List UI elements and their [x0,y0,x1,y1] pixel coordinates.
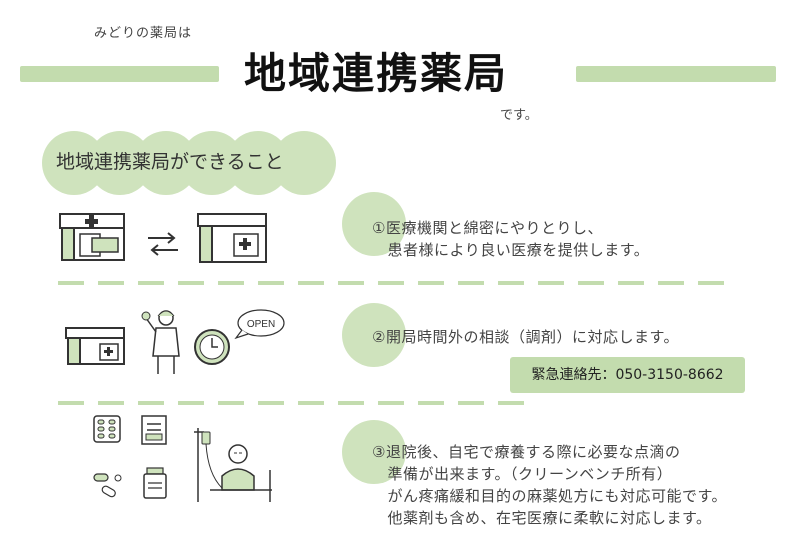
open-sign-text: OPEN [247,319,275,330]
header-left-bar [20,66,219,82]
item1-line2: 患者様により良い医療を提供します。 [372,241,650,259]
capsules-icon [93,473,122,498]
emergency-contact: 緊急連絡先：050-3150-8662 [510,357,745,393]
page-title: 地域連携薬局 [244,49,509,98]
item3-line2: 準備が出来ます。（クリーンベンチ所有） [372,465,673,483]
item3-line4: 他薬剤も含め、在宅医療に柔軟に対応します。 [372,509,712,527]
medicine-bottle-icon [143,467,167,499]
item2-line1: ②開局時間外の相談（調剤）に対応します。 [372,328,679,346]
pharmacy-small-icon [65,327,125,365]
item3-line1: ③退院後、自宅で療養する際に必要な点滴の [372,443,681,461]
header-right-bar [576,66,776,82]
item3-circle [342,420,406,484]
speech-bubble-icon: OPEN [234,309,285,340]
clock-icon [194,329,230,365]
medical-institution-icon [197,213,267,263]
medicine-package-icon [141,415,167,445]
header-subtitle: みどりの薬局は [94,26,193,41]
divider-1 [58,281,724,285]
item2-circle [342,303,406,367]
item1-line1: ①医療機関と綿密にやりとりし、 [372,219,603,237]
exchange-arrows-icon [148,232,178,256]
title-suffix: です。 [500,108,538,123]
heading-cloud [42,131,338,195]
item3-line3: がん疼痛緩和目的の麻薬処方にも対応可能です。 [372,487,728,505]
pharmacy-building-icon [59,213,125,261]
item1-circle [342,192,406,256]
item3-text: ③退院後、自宅で療養する際に必要な点滴の 準備が出来ます。（クリーンベンチ所有）… [372,441,727,529]
patient-drip-icon [194,428,272,502]
pill-pack-icon [93,415,121,443]
divider-2 [58,401,538,405]
pharmacist-icon [141,310,180,374]
section-heading: 地域連携薬局ができること [56,151,284,173]
item2-text: ②開局時間外の相談（調剤）に対応します。 [372,326,679,348]
item1-text: ①医療機関と綿密にやりとりし、 患者様により良い医療を提供します。 [372,217,649,261]
